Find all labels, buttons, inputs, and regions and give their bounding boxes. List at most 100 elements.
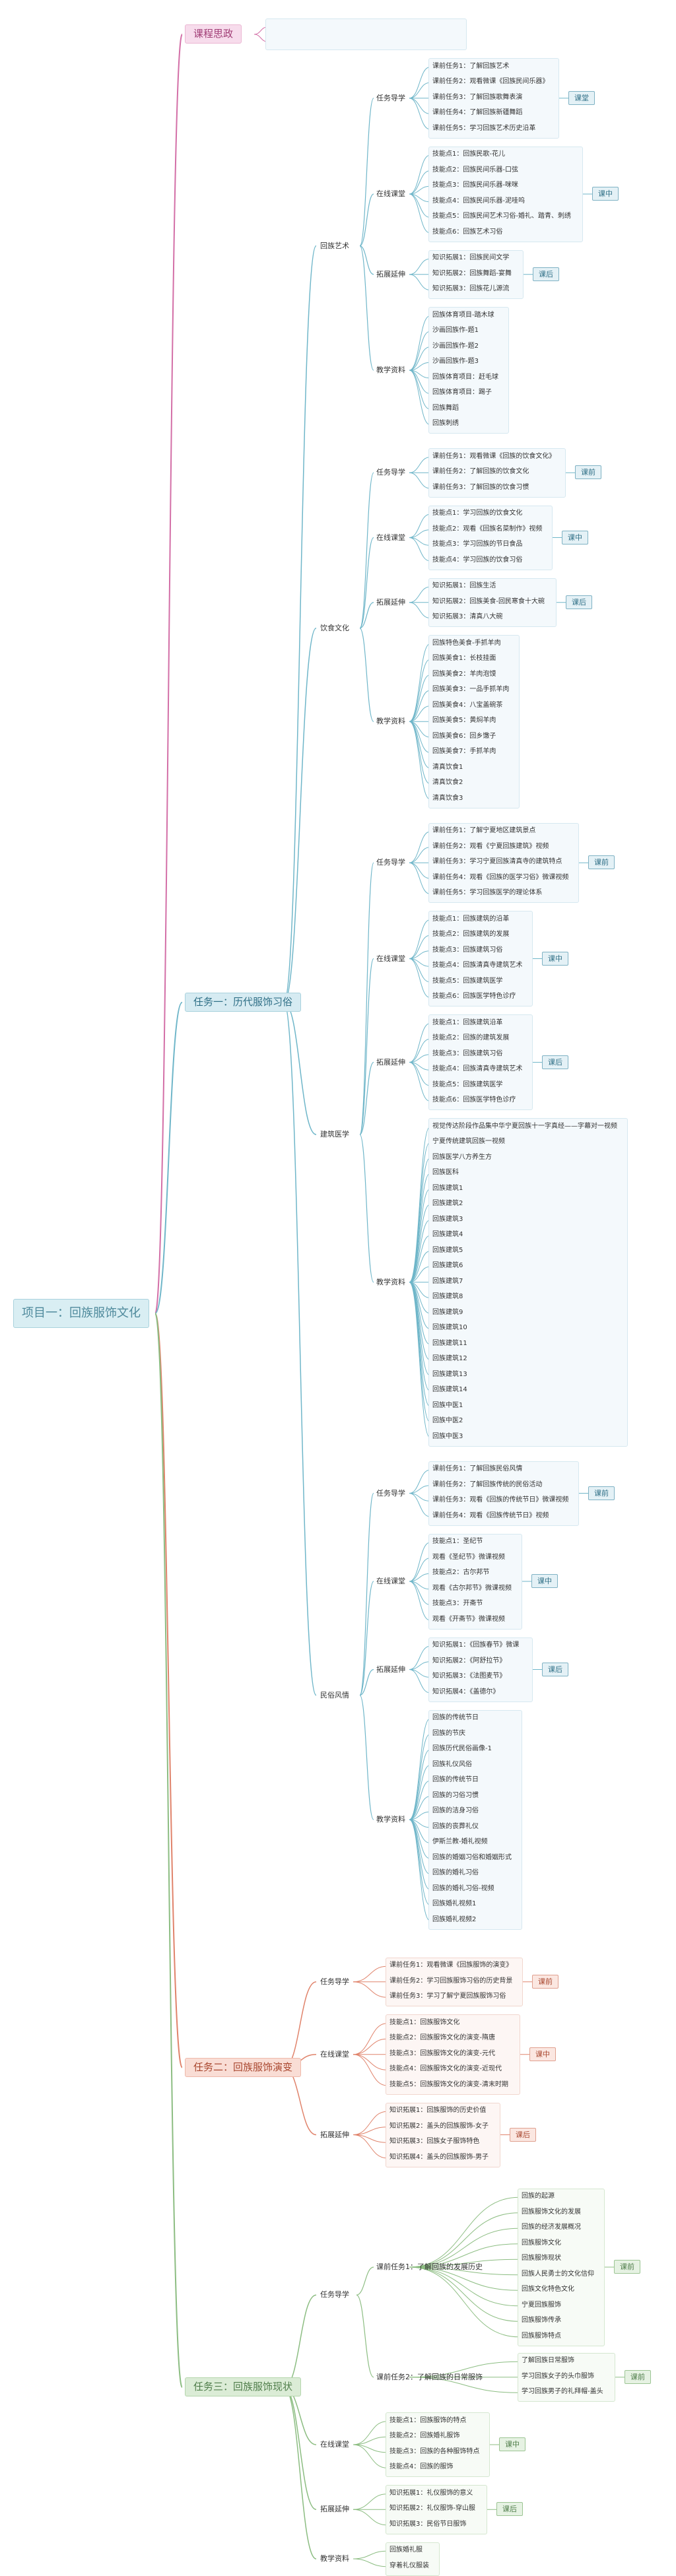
- category-拓展延伸[interactable]: 拓展延伸: [376, 269, 405, 279]
- subsection-民俗风情[interactable]: 民俗风情: [320, 1690, 349, 1700]
- leaf-item[interactable]: 回族的丧葬礼仪: [432, 1822, 479, 1830]
- leaf-item[interactable]: 宁夏传统建筑回族一视频: [432, 1138, 505, 1146]
- leaf-item[interactable]: 技能点5：回族建筑医学: [432, 977, 503, 985]
- leaf-item[interactable]: 回族服饰特点: [522, 2332, 561, 2340]
- leaf-item[interactable]: 沙画回族作-题1: [432, 327, 479, 335]
- stage-tag[interactable]: 课中: [529, 2047, 556, 2061]
- leaf-item[interactable]: 回族婚礼视频1: [432, 1900, 477, 1908]
- leaf-item[interactable]: 回族建筑5: [432, 1246, 463, 1254]
- leaf-item[interactable]: 技能点2：回族婚礼服饰: [389, 2432, 460, 2440]
- leaf-item[interactable]: 知识拓展1：回族民间文学: [432, 254, 510, 262]
- leaf-item[interactable]: 回族美食1：长枝挂面: [432, 655, 496, 663]
- leaf-item[interactable]: 技能点3：开斋节: [432, 1600, 483, 1608]
- category-教学资料[interactable]: 教学资料: [376, 717, 405, 726]
- leaf-item[interactable]: 技能点4：回族服饰文化的演变-近现代: [389, 2065, 502, 2073]
- section-ideology[interactable]: 课程思政: [185, 24, 242, 44]
- stage-tag[interactable]: 课后: [496, 2502, 523, 2517]
- leaf-item[interactable]: 回族建筑8: [432, 1293, 463, 1301]
- stage-tag[interactable]: 课前: [575, 465, 601, 480]
- leaf-item[interactable]: 回族历代民俗画像-1: [432, 1745, 492, 1753]
- leaf-item[interactable]: 知识拓展2：礼仪服饰-穿山服: [389, 2505, 475, 2513]
- leaf-item[interactable]: 回族医科: [432, 1169, 459, 1177]
- leaf-item[interactable]: 技能点2：回族服饰文化的演变-隋唐: [389, 2034, 495, 2042]
- leaf-item[interactable]: 技能点3：回族服饰文化的演变-元代: [389, 2049, 495, 2057]
- leaf-item[interactable]: 知识拓展3：《法图麦节》: [432, 1672, 506, 1680]
- leaf-item[interactable]: 课前任务2：学习回族服饰习俗的历史背景: [389, 1977, 513, 1985]
- leaf-item[interactable]: 课前任务2：了解回族的饮食文化: [432, 468, 529, 476]
- leaf-item[interactable]: 课前任务4：观看《回族传统节日》视频: [432, 1511, 549, 1519]
- leaf-item[interactable]: 技能点6：回族艺术习俗: [432, 228, 503, 236]
- leaf-item[interactable]: 观看《开斋节》微课视频: [432, 1615, 505, 1623]
- category-教学资料[interactable]: 教学资料: [376, 366, 405, 374]
- category-课前任务2：了解回族的日常服饰[interactable]: 课前任务2：了解回族的日常服饰: [376, 2372, 483, 2381]
- leaf-item[interactable]: 回族的起源: [522, 2193, 555, 2200]
- leaf-item[interactable]: 回族服饰文化的发展: [522, 2208, 581, 2216]
- category-任务导学[interactable]: 任务导学: [376, 93, 405, 102]
- leaf-item[interactable]: 技能点1：回族建筑的沿革: [432, 915, 510, 923]
- leaf-item[interactable]: 回族建筑7: [432, 1277, 463, 1285]
- leaf-item[interactable]: 伊斯兰教-婚礼视频: [432, 1838, 488, 1846]
- category-拓展延伸[interactable]: 拓展延伸: [320, 2505, 349, 2514]
- leaf-item[interactable]: 回族建筑13: [432, 1370, 467, 1378]
- leaf-item[interactable]: 回族刺绣: [432, 420, 459, 428]
- category-拓展延伸[interactable]: 拓展延伸: [376, 1057, 405, 1067]
- leaf-item[interactable]: 回族中医1: [432, 1401, 463, 1409]
- leaf-item[interactable]: 回族建筑2: [432, 1200, 463, 1208]
- leaf-item[interactable]: 课前任务3：了解回族的饮食习惯: [432, 483, 529, 491]
- leaf-item[interactable]: 沙画回族作-题2: [432, 342, 479, 350]
- subsection-建筑医学[interactable]: 建筑医学: [320, 1130, 349, 1139]
- leaf-item[interactable]: 知识拓展2：盖头的回族服饰-女子: [389, 2122, 489, 2130]
- leaf-item[interactable]: 课前任务1：了解宁夏地区建筑景点: [432, 827, 536, 835]
- leaf-item[interactable]: 回族美食5：黄焖羊肉: [432, 717, 496, 725]
- category-在线课堂[interactable]: 在线课堂: [320, 2440, 349, 2449]
- leaf-item[interactable]: 技能点1：回族服饰的特点: [389, 2416, 467, 2424]
- leaf-item[interactable]: 宁夏回族服饰: [522, 2301, 561, 2309]
- leaf-item[interactable]: 穿着礼仪服装: [389, 2561, 429, 2569]
- stage-tag[interactable]: 课前: [588, 855, 615, 870]
- leaf-item[interactable]: 技能点3：回族的各种服饰特点: [389, 2447, 480, 2455]
- leaf-item[interactable]: 技能点3：回族建筑习俗: [432, 1049, 503, 1057]
- category-教学资料[interactable]: 教学资料: [376, 1815, 405, 1824]
- category-任务导学[interactable]: 任务导学: [376, 468, 405, 477]
- leaf-item[interactable]: 回族建筑11: [432, 1339, 467, 1347]
- stage-tag[interactable]: 课中: [592, 187, 619, 201]
- category-拓展延伸[interactable]: 拓展延伸: [320, 2130, 349, 2139]
- leaf-item[interactable]: 观看《古尔邦节》微课视频: [432, 1584, 512, 1592]
- leaf-item[interactable]: 技能点6：回族医学特色诊疗: [432, 1096, 516, 1104]
- leaf-item[interactable]: 回族服饰文化: [522, 2239, 561, 2247]
- leaf-item[interactable]: 技能点2：古尔邦节: [432, 1569, 490, 1577]
- leaf-item[interactable]: 知识拓展4：盖头的回族服饰-男子: [389, 2153, 489, 2161]
- leaf-item[interactable]: 技能点5：回族建筑医学: [432, 1080, 503, 1088]
- stage-tag[interactable]: 课前: [614, 2260, 640, 2274]
- leaf-item[interactable]: 技能点5：回族民间艺术习俗-婚礼、踏青、刺绣: [432, 213, 571, 220]
- leaf-item[interactable]: 回族舞蹈: [432, 404, 459, 412]
- leaf-item[interactable]: 清真饮食1: [432, 763, 463, 771]
- leaf-item[interactable]: 知识拓展1：回族生活: [432, 582, 496, 590]
- category-任务导学[interactable]: 任务导学: [376, 858, 405, 867]
- leaf-item[interactable]: 技能点1：学习回族的饮食文化: [432, 510, 523, 517]
- leaf-item[interactable]: 知识拓展4：《盖德尔》: [432, 1688, 500, 1696]
- leaf-item[interactable]: 课前任务4：了解回族新疆舞蹈: [432, 109, 523, 117]
- leaf-item[interactable]: 回族的传统节日: [432, 1714, 479, 1722]
- stage-tag[interactable]: 课后: [510, 2127, 536, 2142]
- leaf-item[interactable]: 技能点3：学习回族的节日食品: [432, 541, 523, 548]
- leaf-item[interactable]: 知识拓展2：回族美食-回民寒食十大碗: [432, 597, 545, 605]
- category-任务导学[interactable]: 任务导学: [376, 1488, 405, 1498]
- leaf-item[interactable]: 回族体育项目：赶毛球: [432, 373, 498, 381]
- leaf-item[interactable]: 技能点1：回族民歌-花儿: [432, 150, 505, 158]
- category-在线课堂[interactable]: 在线课堂: [376, 954, 405, 963]
- category-教学资料[interactable]: 教学资料: [320, 2554, 349, 2563]
- leaf-item[interactable]: 回族中医3: [432, 1432, 463, 1440]
- leaf-item[interactable]: 技能点5：回族服饰文化的演变-清末时期: [389, 2080, 508, 2088]
- leaf-item[interactable]: 课前任务1：了解回族艺术: [432, 62, 510, 70]
- leaf-item[interactable]: 技能点2：回族建筑的发展: [432, 931, 510, 939]
- leaf-item[interactable]: 学习回族男子的礼拜帽-盖头: [522, 2388, 603, 2396]
- stage-tag[interactable]: 课后: [542, 1662, 568, 1676]
- leaf-item[interactable]: 回族体育项目：踢子: [432, 389, 492, 397]
- stage-tag[interactable]: 课中: [499, 2437, 525, 2451]
- category-任务导学[interactable]: 任务导学: [320, 1977, 349, 1986]
- leaf-item[interactable]: 回族婚礼视频2: [432, 1915, 477, 1923]
- leaf-item[interactable]: 课前任务5：学习回族艺术历史沿革: [432, 124, 536, 132]
- leaf-item[interactable]: 回族建筑9: [432, 1308, 463, 1316]
- leaf-item[interactable]: 知识拓展1：礼仪服饰的意义: [389, 2489, 473, 2497]
